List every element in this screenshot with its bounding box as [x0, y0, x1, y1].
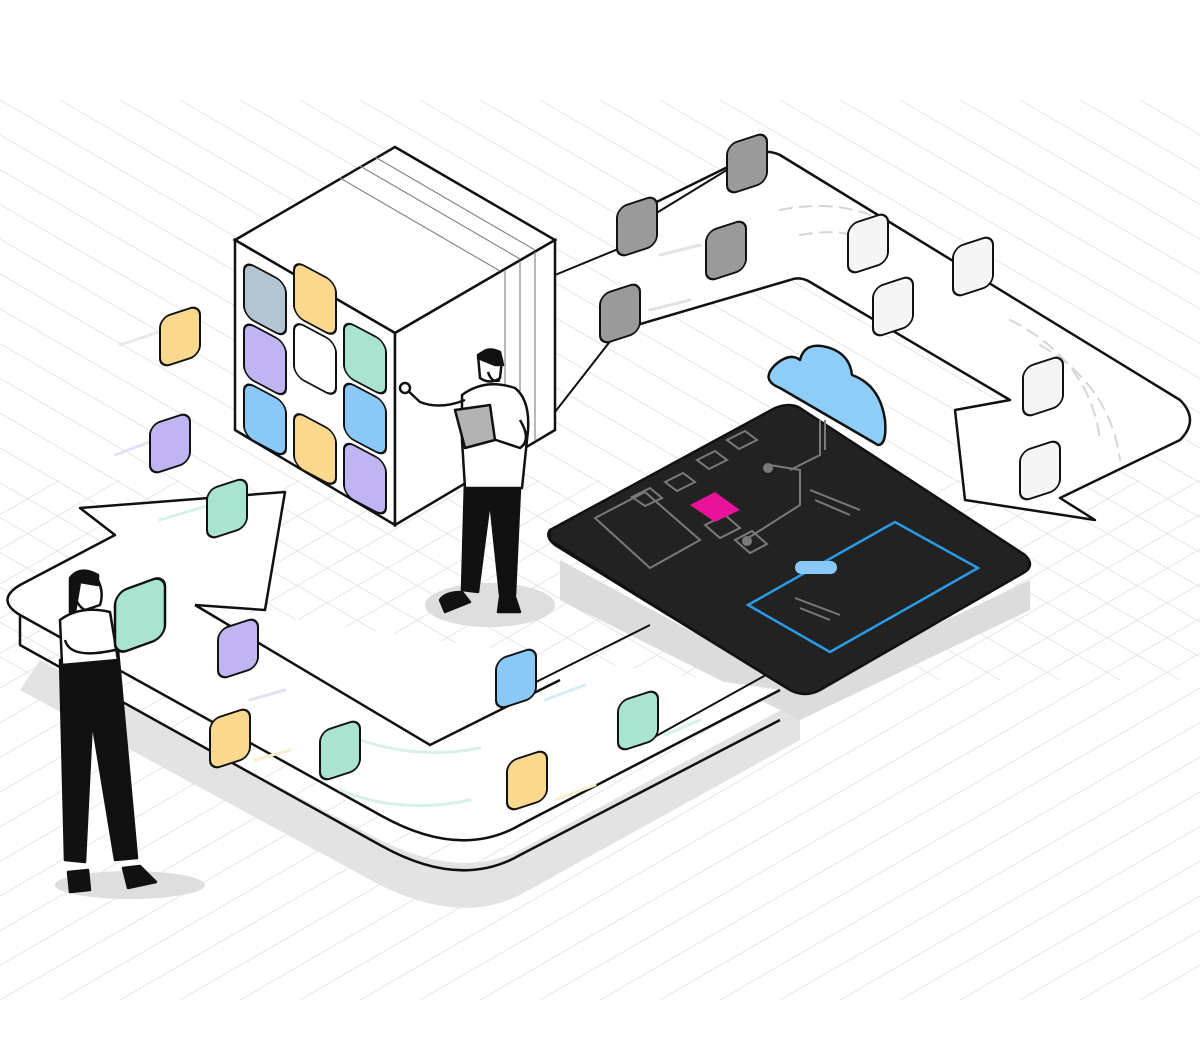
data-tile-icon: [209, 708, 251, 769]
data-tile-icon: [726, 133, 768, 194]
grid-line: [959, 860, 1200, 1001]
data-tile-face: [705, 220, 747, 281]
data-tile-icon: [1022, 356, 1064, 417]
grid-line: [0, 273, 701, 681]
data-tile-face: [616, 196, 658, 257]
person-holding-tablet: [398, 348, 530, 614]
grid-line: [0, 479, 181, 585]
data-tile-icon: [506, 750, 548, 811]
grid-line: [1019, 99, 1200, 205]
held-data-tile: [113, 577, 167, 653]
data-tile-face: [1022, 356, 1064, 417]
data-tile-face: [506, 750, 548, 811]
connector-lines: [519, 164, 776, 746]
data-tile-face: [209, 708, 251, 769]
data-tile-icon: [217, 618, 259, 679]
data-tile-icon: [319, 720, 361, 781]
data-tile-face: [159, 306, 201, 367]
grid-line: [359, 514, 1200, 1001]
data-tile-icon: [159, 306, 201, 367]
chip-highlight: [690, 492, 740, 522]
board-frame-highlight: [745, 520, 981, 654]
data-tile-face: [149, 413, 191, 474]
grid-line: [899, 826, 1200, 1001]
grid-line: [839, 791, 1200, 1001]
data-tile-icon: [206, 478, 248, 539]
data-tile-face: [319, 720, 361, 781]
data-tile-icon: [952, 236, 994, 297]
grid-line: [1079, 930, 1200, 1001]
path-shadow: [20, 660, 800, 908]
grid-line: [539, 618, 1200, 1001]
data-tile-icon: [847, 213, 889, 274]
grid-line: [659, 687, 1200, 1001]
data-tile-face: [1019, 440, 1061, 501]
person-holding-tile: [58, 569, 158, 894]
grid-line: [479, 99, 1200, 519]
data-tile-icon: [617, 690, 659, 751]
grid-line: [719, 99, 1200, 379]
data-tile-face: [726, 133, 768, 194]
grid-line: [1019, 895, 1200, 1001]
grid-line: [779, 756, 1200, 1001]
grid-line: [419, 548, 1200, 1001]
grid-line: [599, 652, 1200, 1001]
data-tile-face: [206, 478, 248, 539]
grid-line: [479, 583, 1200, 1001]
data-tile-face: [847, 213, 889, 274]
data-tile-icon: [599, 283, 641, 344]
data-tile-icon: [1019, 440, 1061, 501]
storage-cube-icon: [232, 145, 558, 528]
data-tile-icon: [705, 220, 747, 281]
data-tile-face: [872, 276, 914, 337]
data-tile-face: [599, 283, 641, 344]
cube-tiles: [243, 263, 387, 515]
cloud-icon: [767, 344, 887, 447]
grid-line: [779, 99, 1200, 345]
grid-line: [0, 412, 461, 681]
data-tile-face: [952, 236, 994, 297]
grid-line: [719, 722, 1200, 1001]
grid-line: [419, 99, 1200, 553]
grid-line: [0, 343, 581, 681]
data-tile-icon: [149, 413, 191, 474]
grid-line: [899, 99, 1200, 275]
data-tile-icon: [616, 196, 658, 257]
data-tile-face: [217, 618, 259, 679]
motion-streaks: [113, 205, 1121, 808]
grid-line: [959, 99, 1200, 240]
data-tile-icon: [495, 648, 537, 709]
data-tile-face: [495, 648, 537, 709]
data-tile-face: [617, 690, 659, 751]
grid-line: [839, 99, 1200, 310]
grid-line: [0, 377, 521, 681]
data-tiles: [149, 133, 1064, 811]
circuit-board-icon: [547, 403, 1032, 696]
board-pill: [795, 561, 837, 574]
grid-line: [0, 479, 481, 758]
data-tile-icon: [872, 276, 914, 337]
